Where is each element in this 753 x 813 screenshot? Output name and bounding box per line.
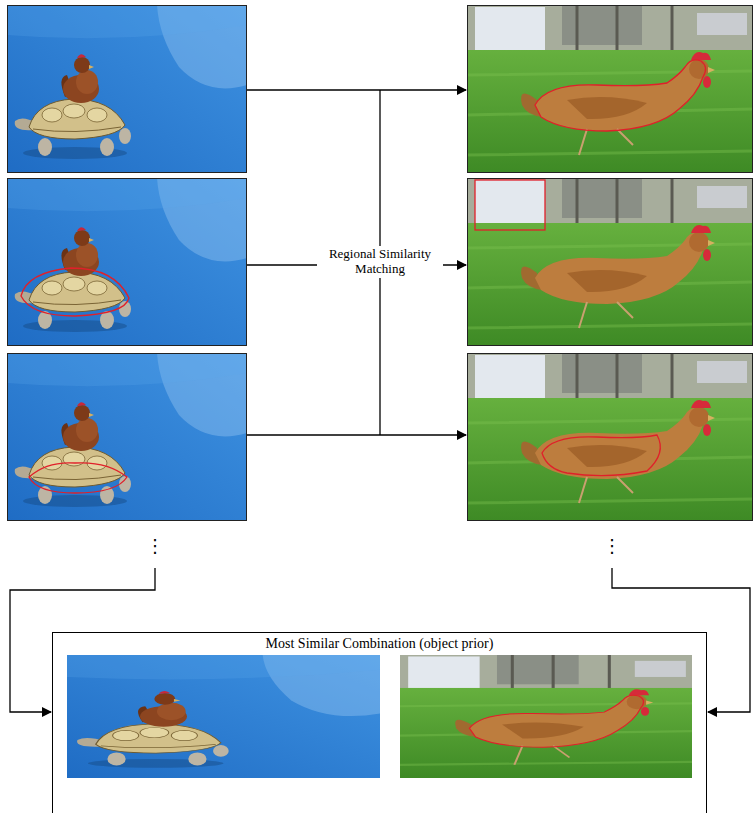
hen-photo [467, 5, 753, 173]
continuation-dots: ⋮ [603, 536, 621, 557]
hen-photo [467, 353, 753, 521]
region-contour [21, 268, 129, 316]
combination-box: Most Similar Combination (object prior) [52, 632, 707, 813]
region-contour [542, 435, 660, 476]
region-contour [475, 180, 545, 230]
region-contour [29, 463, 127, 493]
process-label: Regional Similarity Matching [317, 246, 443, 278]
tortoise-photo [7, 353, 247, 521]
box-heading: Most Similar Combination (object prior) [53, 633, 706, 652]
tortoise-photo [67, 655, 380, 778]
hen-photo [400, 655, 692, 778]
feed-arrows [10, 568, 750, 712]
tortoise-photo [7, 178, 247, 346]
hen-photo [467, 178, 753, 346]
matching-arrows [247, 90, 466, 435]
region-contour [535, 60, 706, 131]
continuation-dots: ⋮ [146, 536, 164, 557]
region-contour [469, 695, 643, 747]
tortoise-photo [7, 5, 247, 173]
